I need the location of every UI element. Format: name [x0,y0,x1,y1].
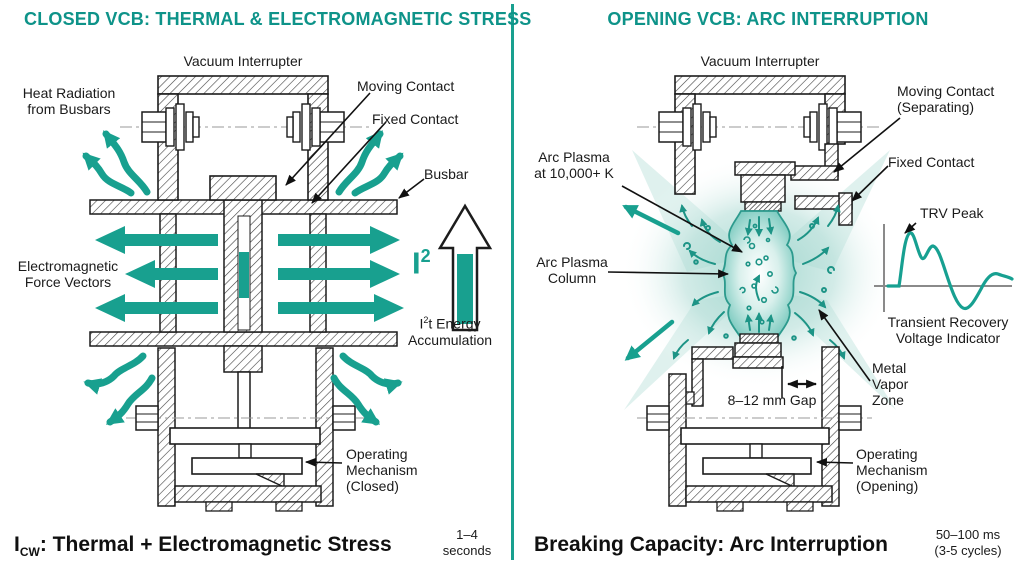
moving-contact-leader [285,92,371,186]
left-duration: 1–4 seconds [442,527,492,559]
em-arrow-right [278,260,400,288]
operating-mechanism-plate [191,457,303,475]
central-conductor-stem [223,199,263,431]
em-arrow-left [95,226,218,254]
energy-level-bar [457,254,473,324]
em-arrow-right [278,226,400,254]
i-squared-symbol: I2 [412,245,431,281]
right-caption: Breaking Capacity: Arc Interruption [534,533,888,556]
mechanism-plate [169,427,321,445]
trv-peak-label: TRV Peak [920,205,984,221]
moving-contact-leader [833,117,901,173]
busbar-bottom [89,331,398,347]
busbar-label: Busbar [424,166,469,182]
trv-indicator-label: Transient Recovery Voltage Indicator [887,314,1009,347]
arc-column-leader [607,269,730,279]
operating-mechanism-leader [815,457,854,467]
arc-plasma-column [720,210,798,339]
fixed-contact-label: Fixed Contact [372,111,459,127]
opening-vcb-drawing [607,75,1014,512]
leader-arrows [285,92,425,467]
terminal-bolts [120,103,372,151]
moving-contact-label: Moving Contact [357,78,455,94]
em-force-label: Electromagnetic Force Vectors [17,258,119,291]
operating-mechanism-label: Operating Mechanism (Opening) [856,446,928,495]
upper-contact-tip [744,201,782,212]
escape-arrows [622,204,681,361]
fixed-contact-leader [851,165,889,202]
metal-vapor-leader [818,309,871,382]
terminal-bolts [637,103,883,151]
operating-mechanism-leader [304,457,343,467]
em-arrow-right [278,294,404,322]
plasma-speckles [739,223,779,325]
closed-vcb-drawing [82,75,493,512]
gap-measurement [781,366,818,398]
operating-mechanism-label: Operating Mechanism (Closed) [346,446,418,495]
fixed-contact-label: Fixed Contact [888,154,975,170]
right-duration: 50–100 ms (3-5 cycles) [934,527,1002,559]
lower-contact-assembly [683,333,784,407]
vapor-swirl-arrows [672,204,846,360]
contact-gap-strip [239,252,249,298]
leader-arrows [607,117,917,467]
metal-vapor-label: Metal Vapor Zone [872,360,909,409]
heat-radiation-label: Heat Radiation from Busbars [22,85,116,118]
moving-contact-label: Moving Contact (Separating) [897,83,995,116]
em-arrow-left [125,260,218,288]
panel-divider [511,4,514,560]
lower-housing [637,346,872,512]
arc-plasma-leader [621,185,743,253]
lower-contact-tip [739,333,779,344]
i2t-energy-indicator [437,203,493,332]
trv-peak-leader [904,222,917,234]
vacuum-interrupter-label: Vacuum Interrupter [700,53,820,69]
operating-mechanism-plate [702,457,812,475]
lower-housing [126,347,366,512]
right-panel-title: OPENING VCB: ARC INTERRUPTION [607,9,929,29]
fixed-contact-leader [311,121,387,204]
i2t-energy-label: I2t Energy Accumulation [407,315,493,348]
vacuum-interrupter-label: Vacuum Interrupter [183,53,303,69]
heat-radiation-arrows [82,130,404,426]
left-caption: ICW: Thermal + Electromagnetic Stress [14,533,392,560]
busbar-leader [398,178,425,199]
trv-waveform [874,224,1014,312]
gap-label: 8–12 mm Gap [727,392,817,408]
left-panel-title: CLOSED VCB: THERMAL & ELECTROMAGNETIC ST… [24,9,532,29]
contact-block [209,175,277,201]
arc-column-label: Arc Plasma Column [536,254,608,287]
arc-plasma-label: Arc Plasma at 10,000+ K [534,149,614,182]
em-force-arrows [95,226,404,322]
em-arrow-left [95,294,218,322]
